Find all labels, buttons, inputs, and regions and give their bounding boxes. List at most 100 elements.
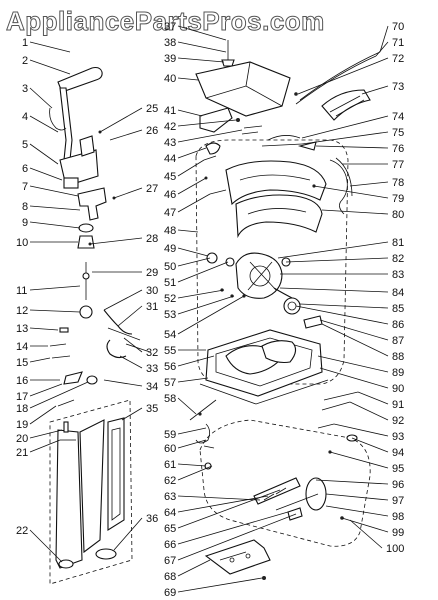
leader-line-91: [357, 391, 389, 405]
part-number-61: 61: [164, 459, 176, 471]
part-number-56: 56: [164, 361, 176, 373]
part-number-8: 8: [22, 201, 28, 213]
leader-line-42: [177, 119, 237, 127]
leader-line-100: [349, 519, 383, 549]
part-number-21: 21: [16, 447, 28, 459]
part-number-62: 62: [164, 475, 176, 487]
part-number-43: 43: [164, 137, 176, 149]
leader-line-71: [375, 41, 389, 57]
part-number-67: 67: [164, 555, 176, 567]
watermark-text: AppliancePartsPros.com: [6, 6, 325, 36]
leader-line-73: [361, 85, 389, 95]
leader-line-82: [285, 257, 389, 263]
part-number-71: 71: [392, 37, 404, 49]
part-number-75: 75: [392, 127, 404, 139]
part-number-29: 29: [146, 267, 158, 279]
part-number-99: 99: [392, 527, 404, 539]
handle-assembly-drawing: [49, 66, 107, 407]
part-number-63: 63: [164, 491, 176, 503]
part-number-66: 66: [164, 539, 176, 551]
part-number-60: 60: [164, 443, 176, 455]
leader-line-58: [177, 397, 197, 415]
part-number-59: 59: [164, 429, 176, 441]
part-number-26: 26: [146, 125, 158, 137]
part-number-37: 37: [164, 21, 176, 33]
part-number-15: 15: [16, 357, 28, 369]
part-number-44: 44: [164, 153, 176, 165]
part-number-96: 96: [392, 479, 404, 491]
part-number-97: 97: [392, 495, 404, 507]
part-number-58: 58: [164, 393, 176, 405]
leader-line-15: [29, 357, 51, 363]
leader-line-31: [117, 305, 143, 327]
leader-line-38: [177, 41, 227, 53]
part-number-86: 86: [392, 319, 404, 331]
part-number-6: 6: [22, 163, 28, 175]
part-number-88: 88: [392, 351, 404, 363]
leader-line-39: [177, 57, 225, 63]
leader-line-78: [349, 181, 389, 187]
leader-line-43: [177, 129, 243, 143]
leader-line-57: [177, 377, 209, 383]
leader-line-62: [177, 465, 213, 481]
part-number-42: 42: [164, 121, 176, 133]
part-number-100: 100: [386, 543, 404, 555]
leader-line-84: [279, 287, 389, 293]
nozzle-drawing: [189, 391, 371, 580]
base-housing-drawing: [199, 329, 329, 405]
part-number-40: 40: [164, 73, 176, 85]
leader-line-26: [109, 129, 143, 141]
leader-line-81: [277, 241, 389, 259]
part-number-41: 41: [164, 105, 176, 117]
part-number-7: 7: [22, 181, 28, 193]
part-number-50: 50: [164, 261, 176, 273]
leader-line-33: [119, 355, 143, 369]
leader-line-76: [315, 145, 389, 149]
leader-line-85: [299, 303, 389, 309]
leader-line-28: [89, 237, 143, 245]
leader-line-99: [341, 517, 389, 533]
leader-line-17: [29, 383, 63, 397]
part-number-77: 77: [392, 159, 404, 171]
part-number-38: 38: [164, 37, 176, 49]
part-number-13: 13: [16, 323, 28, 335]
part-number-51: 51: [164, 277, 176, 289]
part-number-9: 9: [22, 217, 28, 229]
leader-line-59: [177, 427, 207, 435]
leader-line-30: [103, 289, 143, 311]
leader-line-72: [297, 57, 389, 95]
leader-line-97: [325, 493, 389, 501]
belt-and-parts-drawing: [261, 51, 381, 151]
leader-line-75: [301, 131, 389, 145]
leader-line-20: [29, 429, 63, 439]
part-number-79: 79: [392, 193, 404, 205]
part-number-1: 1: [22, 37, 28, 49]
leader-line-70: [379, 25, 389, 53]
leader-line-93: [333, 423, 389, 437]
part-number-49: 49: [164, 243, 176, 255]
leader-line-79: [313, 185, 389, 199]
leader-line-68: [177, 559, 211, 577]
leader-line-86: [295, 305, 389, 325]
part-number-45: 45: [164, 171, 176, 183]
part-number-5: 5: [22, 139, 28, 151]
part-number-74: 74: [392, 111, 404, 123]
part-number-84: 84: [392, 287, 404, 299]
part-number-70: 70: [392, 21, 404, 33]
leader-line-13: [29, 327, 59, 331]
top-shell-drawing: [225, 157, 353, 239]
upright-spine-drawing: [88, 130, 151, 359]
leader-line-34: [103, 379, 143, 387]
part-number-83: 83: [392, 269, 404, 281]
part-number-76: 76: [392, 143, 404, 155]
leader-line-3: [29, 87, 53, 109]
leader-line-60: [177, 439, 207, 449]
part-number-92: 92: [392, 415, 404, 427]
part-number-73: 73: [392, 81, 404, 93]
leader-line-8: [29, 205, 81, 211]
leader-line-7: [29, 185, 79, 197]
part-number-65: 65: [164, 523, 176, 535]
part-number-36: 36: [146, 513, 158, 525]
leader-line-40: [177, 77, 199, 81]
leader-line-47: [177, 193, 211, 213]
